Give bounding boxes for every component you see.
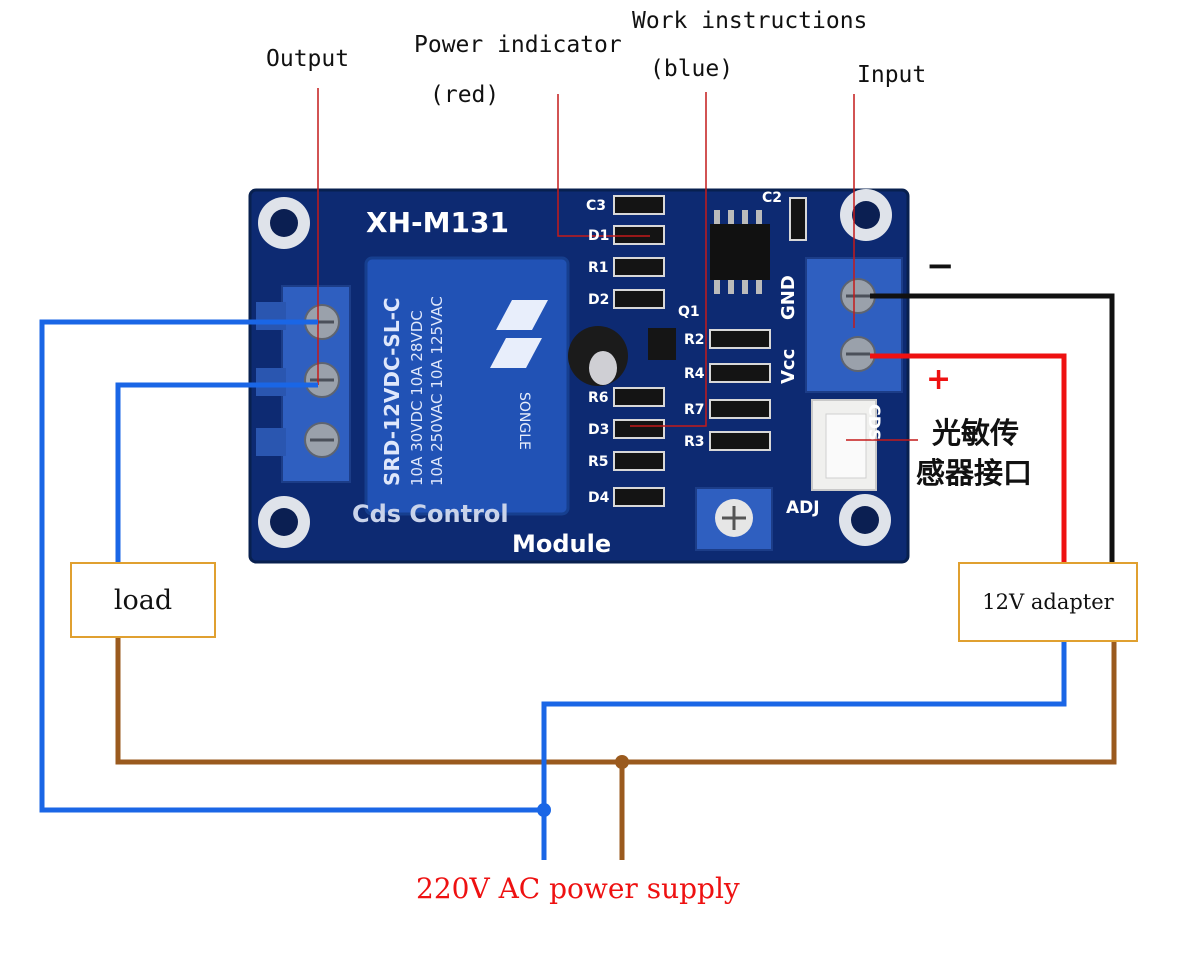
relay-brand: SONGLE [516, 392, 532, 450]
board-subtitle-2: Module [512, 530, 612, 558]
blue-wire-adapter [541, 640, 1067, 860]
relay-rating-1: 10A 30VDC 10A 28VDC [408, 310, 426, 486]
minus-sign: − [926, 246, 955, 286]
board-model: XH-M131 [366, 206, 509, 239]
designator-r3: R3 [684, 434, 705, 450]
cds-sensor-connector [811, 399, 877, 491]
input-label: Input [857, 62, 927, 88]
board-subtitle: Cds Control [352, 500, 509, 528]
output-label: Output [266, 46, 350, 72]
output-terminal-block [256, 285, 351, 483]
designator-r7: R7 [684, 402, 705, 418]
designator-r5: R5 [588, 454, 609, 470]
sensor-interface-label-line2: 感器接口 [916, 456, 1033, 490]
adapter-box: 12V adapter [958, 562, 1138, 642]
designator-r1: R1 [588, 260, 609, 276]
terminal-vcc-label: Vcc [778, 348, 799, 384]
transistor-q1 [648, 328, 676, 360]
leader-lines [317, 88, 918, 441]
work-instructions-label: Work instructions [632, 8, 868, 34]
designator-q1: Q1 [678, 304, 700, 320]
pot-label: ADJ [786, 498, 820, 518]
blue-wire-load [115, 382, 318, 562]
ic-chip [710, 210, 770, 294]
designator-c3: C3 [586, 198, 607, 214]
ac-supply-label: 220V AC power supply [416, 872, 740, 905]
relay-rating-2: 10A 250VAC 10A 125VAC [428, 296, 446, 486]
plus-sign: + [926, 362, 952, 397]
designator-r2: R2 [684, 332, 705, 348]
black-wire-gnd [870, 293, 1115, 562]
designator-c2: C2 [762, 190, 783, 206]
work-instructions-color: (blue) [650, 56, 734, 82]
designator-d3: D3 [588, 422, 610, 438]
brown-junction-icon [615, 755, 629, 769]
mounting-hole-icon [839, 494, 891, 546]
mounting-hole-icon [258, 197, 310, 249]
smd-components [613, 195, 807, 507]
relay-model: SRD-12VDC-SL-C [380, 297, 404, 486]
designator-d2: D2 [588, 292, 610, 308]
brown-wire [115, 636, 1117, 765]
mounting-hole-icon [258, 496, 310, 548]
relay [364, 256, 570, 516]
designator-d4: D4 [588, 490, 610, 506]
sensor-interface-label-line1: 光敏传 [932, 416, 1020, 450]
electrolytic-capacitor [568, 326, 628, 386]
power-indicator-label: Power indicator [414, 32, 622, 58]
potentiometer-icon [695, 487, 773, 551]
sensor-port-label: CDS [865, 404, 884, 441]
power-indicator-color: (red) [430, 82, 500, 108]
designator-r4: R4 [684, 366, 705, 382]
blue-junction-icon [537, 803, 551, 817]
designator-r6: R6 [588, 390, 609, 406]
designator-d1: D1 [588, 228, 610, 244]
red-wire-vcc [870, 353, 1067, 562]
mounting-hole-icon [840, 189, 892, 241]
load-box: load [70, 562, 216, 638]
blue-wire-output [39, 319, 544, 813]
terminal-gnd-label: GND [778, 275, 799, 320]
